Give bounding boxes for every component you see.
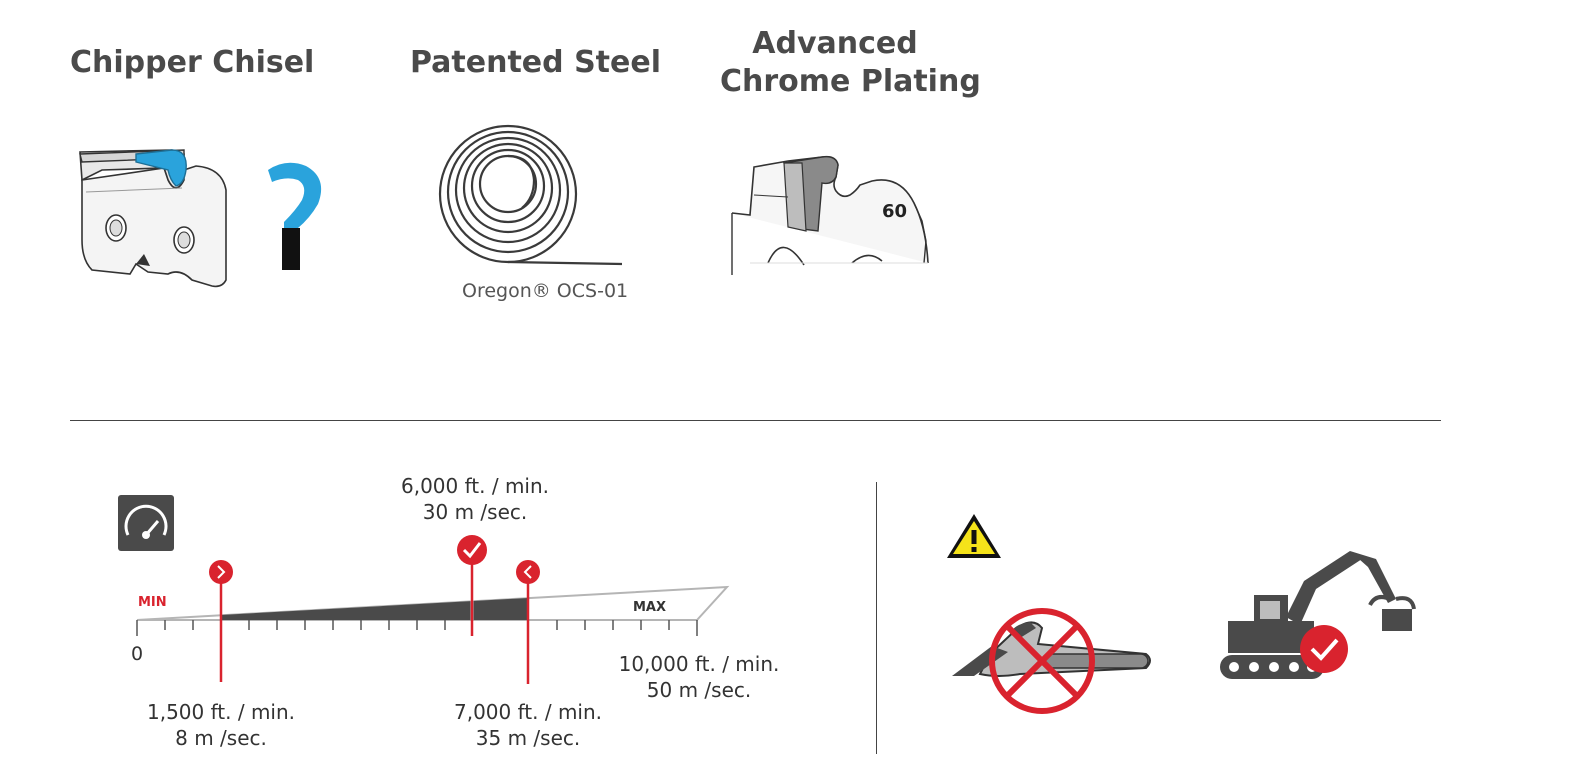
chevron-right-icon — [209, 560, 233, 584]
recommended-speed-m: 30 m /sec. — [422, 500, 528, 524]
chrome-plating-title: Advanced Chrome Plating — [720, 25, 981, 101]
usage-divider — [876, 482, 877, 754]
prohibited-icon — [989, 608, 1095, 714]
cutter-number: 60 — [882, 201, 907, 222]
recommended-speed-label: 6,000 ft. / min. 30 m /sec. — [398, 473, 552, 525]
harvester-icon — [1220, 551, 1416, 679]
chrome-plating-title-line2: Chrome Plating — [720, 64, 981, 99]
lower-limit-label: 1,500 ft. / min. 8 m /sec. — [144, 699, 298, 751]
section-divider — [70, 420, 1441, 421]
chipper-chisel-title: Chipper Chisel — [70, 45, 315, 80]
warning-icon — [945, 512, 1003, 560]
lower-limit-m: 8 m /sec. — [175, 726, 267, 750]
check-icon — [1300, 625, 1348, 673]
lower-limit-marker — [209, 560, 233, 682]
chipper-chisel-cutter-icon — [79, 149, 227, 288]
speed-ticks — [136, 620, 698, 636]
recommended-marker — [457, 535, 487, 636]
upper-limit-label: 7,000 ft. / min. 35 m /sec. — [451, 699, 605, 751]
min-label: MIN — [138, 595, 167, 610]
maximum-speed-ft: 10,000 ft. / min. — [618, 652, 780, 676]
chevron-left-icon — [516, 560, 540, 584]
chrome-plated-cutter-icon: 60 — [731, 155, 929, 275]
upper-limit-m: 35 m /sec. — [475, 726, 581, 750]
speed-operating-range — [221, 598, 528, 620]
maximum-speed-label: 10,000 ft. / min. 50 m /sec. — [617, 651, 781, 703]
zero-label: 0 — [131, 643, 143, 665]
upper-limit-ft: 7,000 ft. / min. — [453, 700, 603, 724]
steel-coil-icon — [438, 124, 623, 266]
chisel-profile-icon — [268, 162, 322, 270]
speedometer-icon — [118, 495, 174, 551]
chrome-plating-title-line1: Advanced — [752, 26, 918, 61]
upper-limit-marker — [516, 560, 540, 684]
max-label: MAX — [633, 600, 666, 615]
recommended-speed-ft: 6,000 ft. / min. — [400, 474, 550, 498]
maximum-speed-m: 50 m /sec. — [646, 678, 752, 702]
check-icon — [457, 535, 487, 565]
lower-limit-ft: 1,500 ft. / min. — [146, 700, 296, 724]
patented-steel-title: Patented Steel — [410, 45, 662, 80]
steel-caption: Oregon® OCS-01 — [462, 280, 629, 302]
chainsaw-icon — [952, 608, 1151, 714]
